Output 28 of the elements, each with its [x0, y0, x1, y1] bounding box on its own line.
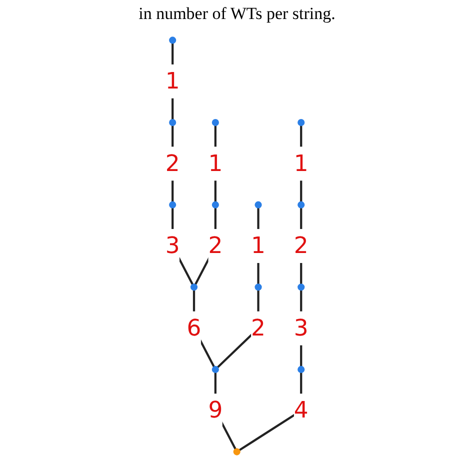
edge-label: 1: [294, 149, 308, 176]
edge-label: 1: [208, 149, 223, 176]
node-circle: [298, 118, 305, 126]
edge-label: 2: [294, 232, 308, 259]
node-circle: [298, 284, 305, 291]
edge-label: 2: [165, 149, 180, 176]
node-circle: [190, 284, 198, 291]
edge-label: 1: [251, 232, 266, 259]
edge-label: 1: [165, 67, 180, 94]
node-circle: [212, 201, 220, 208]
node-circle: [254, 284, 262, 291]
node-circle: [254, 201, 262, 208]
node-circle: [169, 201, 176, 208]
edge-label: 2: [251, 314, 266, 342]
edge-label: 3: [165, 232, 180, 259]
node-circle: [233, 448, 241, 456]
node-circle: [298, 201, 305, 208]
caption-text: in number of WTs per string.: [138, 4, 336, 24]
edge-label: 2: [208, 232, 223, 259]
edge-label: 3: [294, 314, 308, 342]
node-circle: [212, 118, 220, 126]
edge-label: 6: [186, 314, 202, 342]
node-circle: [169, 118, 176, 126]
node-circle: [169, 36, 176, 44]
edge-label: 4: [294, 396, 308, 424]
edge-label: 9: [208, 396, 223, 424]
node-circle: [212, 366, 220, 374]
node-circle: [298, 366, 305, 374]
